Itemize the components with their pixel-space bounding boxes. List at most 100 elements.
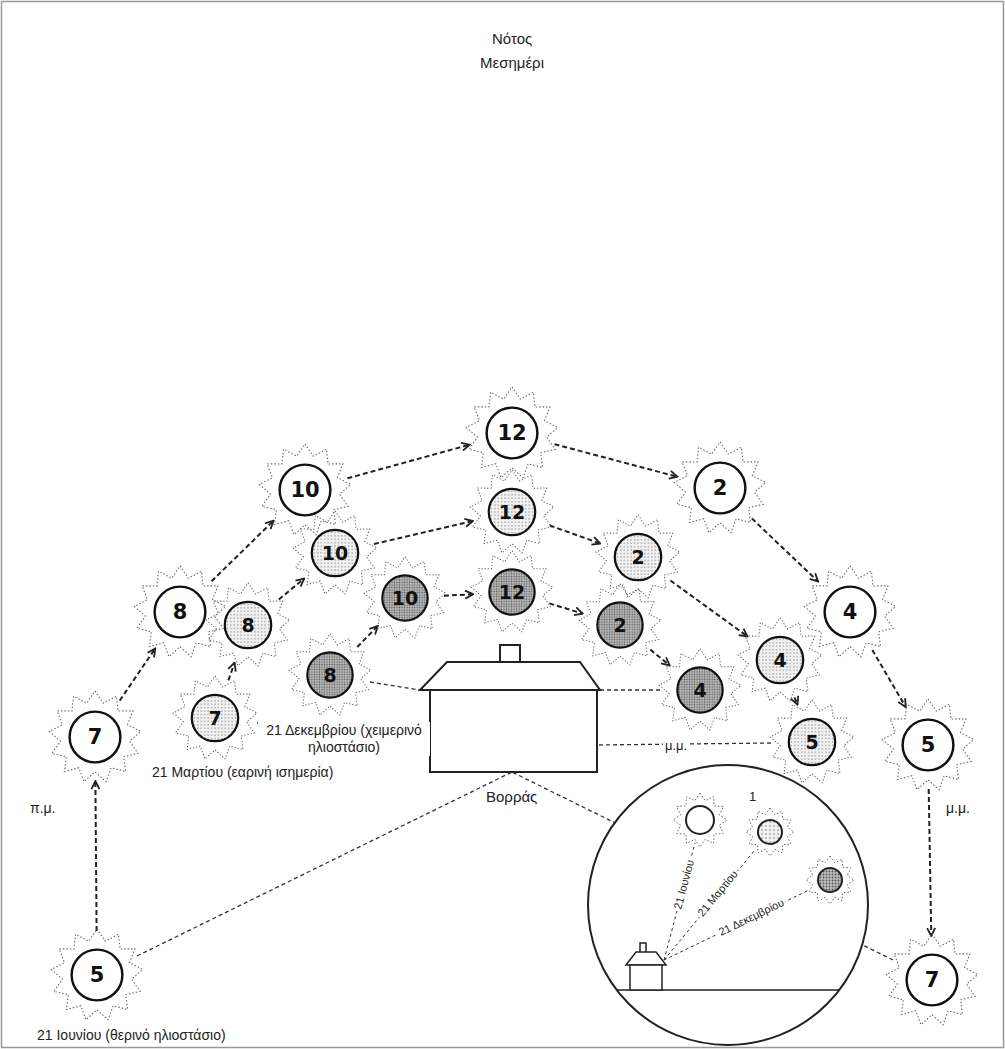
sun-rays bbox=[49, 691, 140, 782]
hour-number: 5 bbox=[921, 735, 936, 756]
sun-rays bbox=[882, 699, 973, 790]
path-arrow bbox=[752, 518, 818, 581]
path-arrow bbox=[347, 445, 469, 479]
sun-node: 8 bbox=[205, 582, 291, 668]
hour-number: 7 bbox=[208, 709, 221, 728]
sun-disc bbox=[597, 602, 642, 647]
sun-node: 2 bbox=[595, 514, 681, 600]
sun-disc bbox=[192, 695, 238, 741]
hour-number: 2 bbox=[631, 548, 644, 567]
path-arrow bbox=[550, 526, 601, 544]
sun-rays bbox=[886, 934, 977, 1025]
sun-disc bbox=[903, 720, 954, 771]
sun-disc bbox=[70, 712, 121, 763]
hour-number: 10 bbox=[290, 480, 319, 501]
hour-number: 5 bbox=[805, 733, 818, 752]
sun-rays bbox=[466, 387, 557, 478]
sun-disc bbox=[280, 465, 331, 516]
sun-disc bbox=[72, 950, 123, 1001]
time-label: Μεσημέρι bbox=[478, 54, 546, 72]
time-label: μ.μ. bbox=[663, 738, 689, 754]
sun-node: 2 bbox=[673, 441, 767, 535]
sun-disc bbox=[677, 667, 722, 712]
hour-number: 12 bbox=[499, 583, 525, 602]
sun-rays bbox=[293, 511, 377, 594]
hour-number: 12 bbox=[499, 503, 525, 522]
hour-number: 7 bbox=[925, 970, 940, 991]
hour-number: 10 bbox=[322, 544, 348, 563]
hour-number: 4 bbox=[843, 602, 858, 623]
hour-number: 2 bbox=[613, 616, 626, 635]
callout-number: 1 bbox=[747, 789, 758, 805]
sun-node: 10 bbox=[363, 556, 447, 640]
sun-node: 7 bbox=[172, 675, 258, 761]
sun-node: 2 bbox=[578, 583, 662, 667]
sun-disc bbox=[382, 575, 427, 620]
sun-node: 5 bbox=[881, 698, 975, 792]
sun-rays bbox=[470, 470, 554, 553]
sun-disc bbox=[307, 652, 352, 697]
sun-disc bbox=[695, 463, 746, 514]
sun-node: 10 bbox=[292, 510, 378, 596]
sun-node: 10 bbox=[258, 443, 352, 537]
path-arrow bbox=[650, 650, 669, 666]
sun-node: 12 bbox=[469, 469, 555, 555]
sun-node: 7 bbox=[48, 690, 142, 784]
path-arrow bbox=[374, 521, 473, 544]
sun-rays bbox=[674, 442, 765, 533]
hour-number: 2 bbox=[713, 478, 728, 499]
sun-node: 5 bbox=[50, 928, 144, 1022]
direction-label: Βορράς bbox=[484, 788, 539, 806]
time-label: π.μ. bbox=[28, 800, 58, 817]
sun-rays bbox=[804, 566, 895, 657]
path-arrow bbox=[279, 579, 304, 600]
path-arrow bbox=[120, 648, 156, 700]
sun-disc bbox=[489, 489, 535, 535]
sun-disc bbox=[155, 587, 206, 638]
house bbox=[420, 645, 600, 772]
sun-node: 12 bbox=[465, 386, 559, 480]
sun-rays bbox=[806, 856, 854, 904]
sun-rays bbox=[770, 700, 854, 783]
sun-rays bbox=[364, 557, 446, 638]
sun-rays bbox=[738, 618, 822, 701]
inset-figure bbox=[588, 765, 868, 1045]
path-arrow bbox=[549, 603, 582, 613]
hour-number: 5 bbox=[90, 965, 105, 986]
path-arrow bbox=[212, 521, 274, 582]
sun-node: 8 bbox=[133, 565, 227, 659]
hour-number: 7 bbox=[88, 727, 103, 748]
path-arrow bbox=[444, 594, 473, 596]
sun-node: 4 bbox=[803, 565, 897, 659]
sun-disc bbox=[615, 534, 661, 580]
hour-number: 10 bbox=[392, 589, 418, 608]
hour-number: 8 bbox=[173, 602, 188, 623]
path-arrow bbox=[555, 444, 678, 477]
sun-rays bbox=[259, 444, 350, 535]
sun-disc bbox=[907, 955, 958, 1006]
date-label: 21 Δεκεμβρίου (χειμερινό ηλιοστάσιο) bbox=[258, 722, 430, 756]
sun-node: 4 bbox=[658, 648, 742, 732]
sun-rays bbox=[596, 515, 680, 598]
hour-number: 8 bbox=[323, 666, 336, 685]
path-arrow bbox=[357, 626, 378, 647]
sun-rays bbox=[206, 583, 290, 666]
sun-rays bbox=[289, 634, 371, 715]
sun-rays bbox=[579, 584, 661, 665]
hour-number: 4 bbox=[693, 681, 706, 700]
sun-rays bbox=[51, 929, 142, 1020]
sun-disc bbox=[489, 569, 534, 614]
path-arrow bbox=[872, 650, 905, 707]
sun-disc bbox=[757, 637, 803, 683]
hour-number: 8 bbox=[241, 616, 254, 635]
sun-disc bbox=[487, 408, 538, 459]
sun-node: 5 bbox=[769, 699, 855, 785]
path-arrow bbox=[929, 789, 932, 936]
time-label: μ.μ. bbox=[944, 800, 972, 817]
hour-number: 12 bbox=[497, 423, 526, 444]
direction-label: Νότος bbox=[490, 30, 534, 48]
sun-node: 8 bbox=[288, 633, 372, 717]
sun-disc bbox=[825, 587, 876, 638]
